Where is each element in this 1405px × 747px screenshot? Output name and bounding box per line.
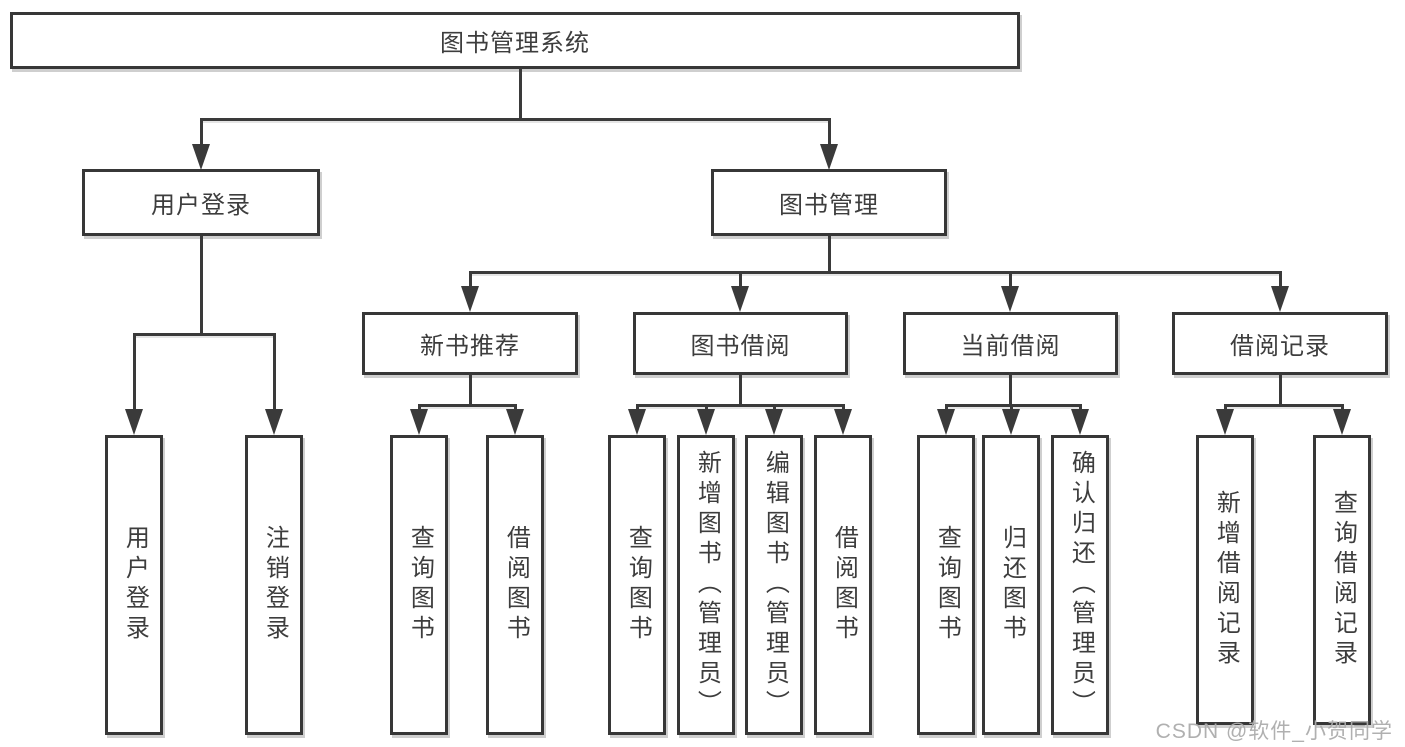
arrowhead-down-icon bbox=[731, 286, 749, 312]
node-book-borrow-label: 图书借阅 bbox=[690, 333, 791, 360]
arrowhead-down-icon bbox=[506, 409, 524, 435]
arrowhead-down-icon bbox=[834, 409, 852, 435]
arrowhead-down-icon bbox=[697, 409, 715, 435]
leaf-logout: 注销登录 bbox=[245, 435, 303, 735]
leaf-borrow-books: 借阅图书 bbox=[814, 435, 872, 735]
arrowhead-down-icon bbox=[1333, 409, 1351, 435]
node-current-borrow: 当前借阅 bbox=[903, 312, 1118, 375]
leaf-add-books-admin: 新增图书（管理员） bbox=[677, 435, 735, 735]
node-borrow-records-label: 借阅记录 bbox=[1230, 333, 1330, 360]
arrowhead-down-icon bbox=[192, 144, 210, 170]
connector-drop-line bbox=[469, 271, 472, 293]
node-current-borrow-label: 当前借阅 bbox=[960, 333, 1061, 360]
connector-leaf-bar bbox=[945, 404, 1081, 407]
arrowhead-down-icon bbox=[1271, 286, 1289, 312]
connector-drop-line bbox=[739, 271, 742, 293]
connector-drop-line bbox=[1279, 271, 1282, 293]
connector-section-stem bbox=[1279, 375, 1282, 407]
leaf-add-books-admin-label: 新增图书（管理员） bbox=[693, 450, 721, 720]
leaf-query-books-borrow-label: 查询图书 bbox=[624, 525, 652, 645]
leaf-user-login-label: 用户登录 bbox=[121, 525, 149, 645]
leaf-confirm-return-admin: 确认归还（管理员） bbox=[1051, 435, 1109, 735]
leaf-edit-books-admin: 编辑图书（管理员） bbox=[745, 435, 803, 735]
connector-sections-bar bbox=[469, 271, 1282, 274]
arrowhead-down-icon bbox=[410, 409, 428, 435]
arrowhead-down-icon bbox=[1001, 286, 1019, 312]
connector-userlogin-bar bbox=[133, 333, 275, 336]
leaf-query-books-borrow: 查询图书 bbox=[608, 435, 666, 735]
node-root-label: 图书管理系统 bbox=[440, 30, 590, 57]
watermark: CSDN @软件_小贺同学 bbox=[1155, 720, 1393, 743]
arrowhead-down-icon bbox=[820, 144, 838, 170]
node-user-login-label: 用户登录 bbox=[151, 192, 251, 219]
connector-bookmgmt-stem bbox=[828, 236, 831, 274]
node-book-management: 图书管理 bbox=[711, 169, 947, 236]
leaf-logout-label: 注销登录 bbox=[261, 525, 289, 645]
leaf-query-books-recommend-label: 查询图书 bbox=[406, 525, 434, 645]
leaf-user-login: 用户登录 bbox=[105, 435, 163, 735]
connector-section-stem bbox=[739, 375, 742, 407]
leaf-return-books: 归还图书 bbox=[982, 435, 1040, 735]
leaf-return-books-label: 归还图书 bbox=[998, 525, 1026, 645]
node-book-borrow: 图书借阅 bbox=[633, 312, 848, 375]
arrowhead-down-icon bbox=[461, 286, 479, 312]
leaf-edit-books-admin-label: 编辑图书（管理员） bbox=[761, 450, 789, 720]
connector-section-stem bbox=[469, 375, 472, 407]
connector-section-stem bbox=[1009, 375, 1012, 407]
leaf-query-books-recommend: 查询图书 bbox=[390, 435, 448, 735]
connector-leaf-bar bbox=[636, 404, 844, 407]
arrowhead-down-icon bbox=[265, 409, 283, 435]
node-new-book-recommend: 新书推荐 bbox=[362, 312, 578, 375]
connector-drop-line bbox=[1009, 271, 1012, 293]
connector-leaf-bar bbox=[1224, 404, 1343, 407]
arrowhead-down-icon bbox=[765, 409, 783, 435]
arrowhead-down-icon bbox=[628, 409, 646, 435]
connector-drop-line bbox=[273, 333, 276, 415]
leaf-confirm-return-admin-label: 确认归还（管理员） bbox=[1067, 450, 1095, 720]
node-new-book-recommend-label: 新书推荐 bbox=[420, 333, 520, 360]
arrowhead-down-icon bbox=[125, 409, 143, 435]
connector-drop-line bbox=[828, 118, 831, 150]
connector-root-bar bbox=[200, 118, 831, 121]
arrowhead-down-icon bbox=[1071, 409, 1089, 435]
leaf-borrow-books-recommend-label: 借阅图书 bbox=[502, 525, 530, 645]
node-book-management-label: 图书管理 bbox=[779, 192, 879, 219]
connector-drop-line bbox=[200, 118, 203, 150]
node-root: 图书管理系统 bbox=[10, 12, 1020, 69]
leaf-query-books-current-label: 查询图书 bbox=[933, 525, 961, 645]
leaf-borrow-books-recommend: 借阅图书 bbox=[486, 435, 544, 735]
arrowhead-down-icon bbox=[937, 409, 955, 435]
leaf-query-borrow-record: 查询借阅记录 bbox=[1313, 435, 1371, 725]
node-user-login: 用户登录 bbox=[82, 169, 320, 236]
arrowhead-down-icon bbox=[1002, 409, 1020, 435]
connector-leaf-bar bbox=[418, 404, 516, 407]
leaf-borrow-books-label: 借阅图书 bbox=[830, 525, 858, 645]
arrowhead-down-icon bbox=[1216, 409, 1234, 435]
connector-root-stem bbox=[519, 68, 522, 120]
connector-drop-line bbox=[133, 333, 136, 415]
leaf-add-borrow-record: 新增借阅记录 bbox=[1196, 435, 1254, 725]
leaf-query-books-current: 查询图书 bbox=[917, 435, 975, 735]
leaf-add-borrow-record-label: 新增借阅记录 bbox=[1212, 490, 1240, 670]
connector-userlogin-stem bbox=[200, 236, 203, 336]
leaf-query-borrow-record-label: 查询借阅记录 bbox=[1329, 490, 1357, 670]
node-borrow-records: 借阅记录 bbox=[1172, 312, 1388, 375]
